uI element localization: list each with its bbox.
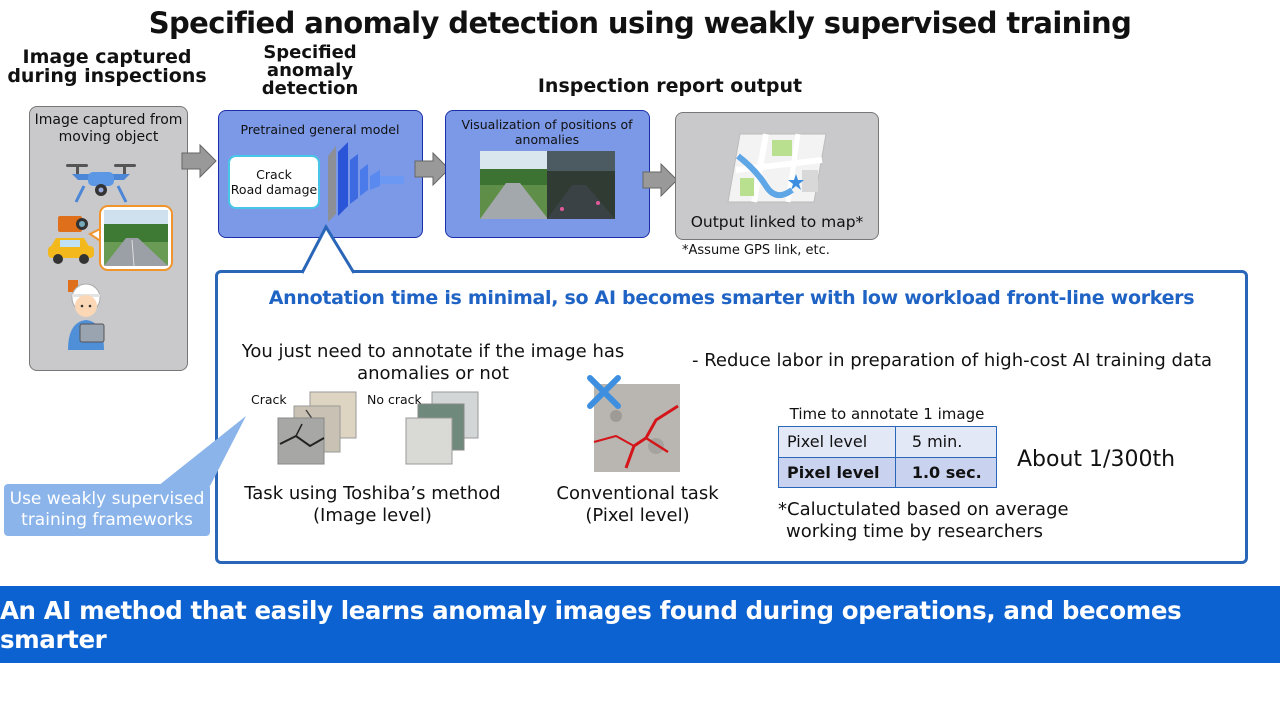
crack-sample-images: [277, 391, 357, 465]
table-cell-time: 5 min.: [894, 426, 998, 458]
annotation-time-table-title: Time to annotate 1 image: [789, 405, 985, 423]
pretrained-model-label: Pretrained general model: [240, 122, 400, 137]
calculation-note: *Caluctulated based on average working t…: [778, 499, 1069, 542]
drone-icon: [66, 164, 136, 203]
table-row: Pixel level 1.0 sec.: [778, 456, 998, 488]
table-cell-time: 1.0 sec.: [894, 456, 998, 488]
no-crack-sample-images: [405, 391, 479, 465]
table-cell-level: Pixel level: [778, 456, 896, 488]
reject-cross-icon: [587, 375, 621, 409]
toshiba-task-label: Task using Toshiba’s method (Image level…: [244, 483, 501, 526]
weakly-supervised-callout: Use weakly supervised training framework…: [4, 484, 210, 536]
gps-note: *Assume GPS link, etc.: [682, 243, 830, 258]
stage-title-capture: Image captured during inspections: [7, 46, 207, 87]
summary-banner: An AI method that easily learns anomaly …: [0, 586, 1280, 663]
flow-arrow-3: [642, 163, 678, 197]
capture-box-label: Image captured from moving object: [34, 112, 183, 145]
car-camera-icon: [48, 216, 94, 264]
worker-tablet-icon: [68, 280, 105, 350]
table-cell-level: Pixel level: [778, 426, 896, 458]
annotation-panel-pointer: [300, 224, 356, 274]
class-crack: Crack: [256, 167, 292, 182]
callout-pointer: [158, 416, 246, 486]
main-title: Specified anomaly detection using weakly…: [148, 6, 1132, 40]
neural-network-icon: [328, 142, 404, 222]
flow-arrow-2: [414, 152, 450, 186]
reduction-ratio: About 1/300th: [1017, 447, 1176, 472]
annotation-time-table: Pixel level 5 min. Pixel level 1.0 sec.: [778, 426, 998, 488]
anomaly-class-box: Crack Road damage: [228, 155, 320, 209]
crack-label: Crack: [251, 392, 287, 407]
no-crack-label: No crack: [367, 392, 422, 407]
annotation-headline: Annotation time is minimal, so AI become…: [268, 287, 1195, 309]
map-output-label: Output linked to map*: [690, 213, 864, 231]
visualization-label: Visualization of positions of anomalies: [461, 117, 633, 147]
class-road-damage: Road damage: [230, 182, 318, 197]
flow-arrow-1: [181, 143, 217, 179]
stage-title-report: Inspection report output: [537, 75, 803, 97]
anomaly-visualization-image: [480, 151, 615, 219]
annotation-instruction: You just need to annotate if the image h…: [241, 341, 625, 384]
conventional-task-label: Conventional task (Pixel level): [556, 483, 719, 526]
map-icon: [727, 133, 827, 203]
table-row: Pixel level 5 min.: [778, 426, 998, 458]
captured-road-photo: [88, 205, 173, 271]
benefit-bullet: - Reduce labor in preparation of high-co…: [692, 350, 1213, 371]
stage-title-detection: Specified anomaly detection: [261, 42, 359, 99]
annotation-panel: [215, 270, 1248, 564]
